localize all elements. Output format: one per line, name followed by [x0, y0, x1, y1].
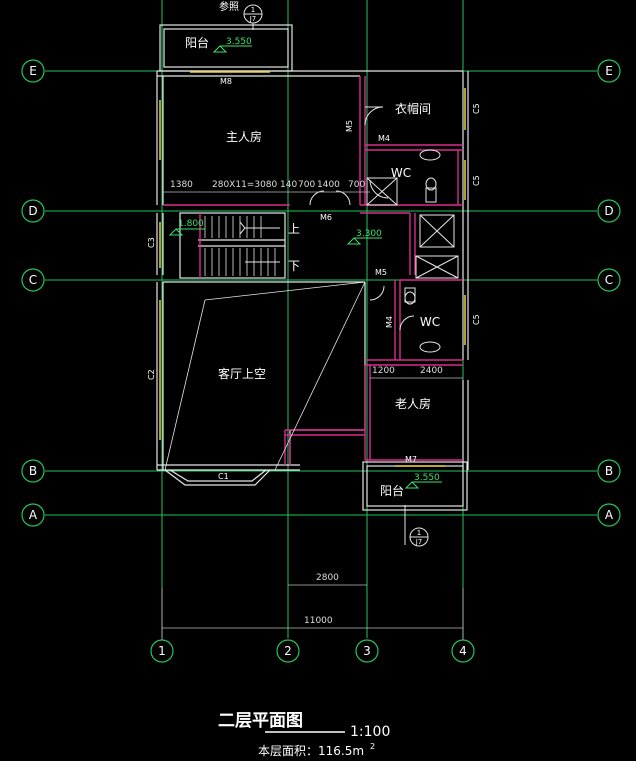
axis-label-c-right: C [605, 273, 613, 287]
dim-1400: 1400 [317, 180, 340, 190]
walls [156, 24, 469, 511]
room-wc-upper: WC [391, 166, 411, 180]
axis-label-e-left: E [29, 64, 37, 78]
room-living-void: 客厅上空 [218, 366, 266, 381]
dim-11000: 11000 [304, 616, 333, 626]
stair-arrows [239, 221, 280, 263]
tag-c5-2: C5 [472, 175, 481, 186]
dim-1200: 1200 [372, 366, 395, 376]
interior-walls [163, 76, 463, 465]
elev-stair-landing: 1.800 [178, 219, 204, 229]
reference-note: 参照 [219, 0, 239, 13]
axis-label-2: 2 [284, 644, 292, 658]
elev-balcony-bottom: 3.550 [414, 473, 440, 483]
detail-callout-top [243, 4, 263, 30]
axis-label-3: 3 [363, 644, 371, 658]
dim-2800: 2800 [316, 573, 339, 583]
room-wardrobe: 衣帽间 [395, 101, 431, 116]
windows [159, 71, 466, 467]
drawing-scale: 1:100 [350, 724, 390, 740]
axis-bubbles [21, 59, 621, 663]
axis-label-c-left: C [29, 273, 37, 287]
dim-stair-run: 280X11=3080 [212, 180, 278, 190]
dim-140: 140 [280, 180, 297, 190]
room-wc-lower: WC [420, 315, 440, 329]
room-balcony-top: 阳台 [185, 35, 209, 50]
axis-label-1: 1 [158, 644, 166, 658]
axis-label-d-left: D [28, 204, 37, 218]
dim-700a: 700 [298, 180, 315, 190]
tag-m4-lower: M4 [385, 316, 394, 328]
tag-c5-1: C5 [472, 103, 481, 114]
tag-c2: C2 [147, 369, 156, 380]
stair-down-label: 下 [288, 259, 300, 273]
dimension-lines [161, 191, 464, 640]
tag-c3: C3 [147, 237, 156, 248]
doors [309, 106, 415, 331]
axis-grid [45, 0, 597, 638]
stair-treads [204, 216, 276, 276]
detail-bottom-sheet: J7 [415, 538, 423, 546]
tag-m7: M7 [405, 455, 417, 464]
tag-m8: M8 [220, 77, 232, 86]
axis-label-b-left: B [29, 464, 37, 478]
room-balcony-bottom: 阳台 [380, 483, 404, 498]
title-block: 二层平面图 1:100 本层面积：116.5m 2 [218, 711, 390, 758]
elev-corridor: 3.300 [356, 229, 382, 239]
axis-label-e-right: E [605, 64, 613, 78]
fixtures [366, 149, 459, 353]
tag-m6: M6 [320, 213, 332, 222]
detail-bottom-number: 1 [417, 529, 421, 537]
void-lines [164, 281, 366, 471]
axis-label-b-right: B [605, 464, 613, 478]
detail-callout-bottom [404, 505, 429, 547]
room-master-bedroom: 主人房 [226, 129, 262, 144]
axis-label-a-right: A [605, 508, 614, 522]
detail-top-number: 1 [251, 6, 255, 14]
dim-700b: 700 [348, 180, 365, 190]
stair-up-label: 上 [288, 222, 300, 236]
tag-m5-upper: M5 [345, 120, 354, 132]
tag-m4-upper: M4 [378, 134, 390, 143]
room-elder-bedroom: 老人房 [395, 396, 431, 411]
elevation-markers [168, 45, 442, 489]
tag-m5-lower: M5 [375, 268, 387, 277]
elev-balcony-top: 3.550 [226, 37, 252, 47]
drawing-title: 二层平面图 [218, 711, 303, 731]
axis-label-4: 4 [459, 644, 467, 658]
axis-label-a-left: A [29, 508, 38, 522]
tag-c5-3: C5 [472, 314, 481, 325]
detail-top-sheet: J7 [249, 15, 257, 23]
axis-label-d-right: D [604, 204, 613, 218]
dim-1380: 1380 [170, 180, 193, 190]
tag-c1: C1 [218, 472, 229, 481]
floor-area: 本层面积：116.5m [258, 744, 364, 758]
dim-2400: 2400 [420, 366, 443, 376]
floor-area-unit-superscript: 2 [370, 742, 375, 751]
